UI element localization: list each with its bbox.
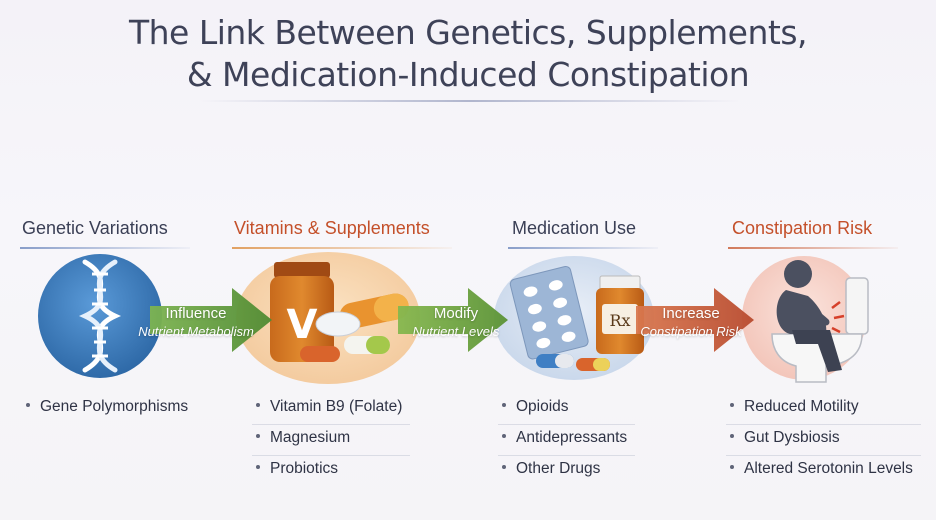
heading-divider (20, 247, 190, 249)
arrow-label-line1: Modify (433, 305, 479, 322)
list-item-text: Opioids (516, 398, 569, 415)
person-on-toilet-icon (742, 256, 869, 383)
arrow-influence (150, 288, 272, 352)
heading-divider (232, 247, 452, 249)
list-item-text: Gene Polymorphisms (40, 398, 189, 415)
bullet-icon (502, 465, 506, 470)
arrow-label-increase: Increase Constipation Risk (630, 304, 752, 340)
arrow-increase (636, 288, 754, 352)
list-constipation-risk: Reduced Motility Gut Dysbiosis Altered S… (726, 394, 921, 487)
list-item-text: Vitamin B9 (Folate) (270, 398, 403, 415)
bullet-icon (502, 434, 506, 439)
list-item: Altered Serotonin Levels (726, 456, 921, 487)
bottle-label-rx: Rx (609, 311, 630, 330)
heading-vitamins-supplements: Vitamins & Supplements (234, 218, 430, 238)
list-medication-use: Opioids Antidepressants Other Drugs (498, 394, 636, 487)
list-item: Reduced Motility (726, 394, 921, 425)
title: The Link Between Genetics, Supplements, … (0, 12, 936, 96)
list-item: Antidepressants (498, 425, 636, 456)
dna-icon (38, 254, 162, 378)
list-item: Magnesium (252, 425, 411, 456)
arrow-label-influence: Influence Nutrient Metabolism (126, 304, 266, 340)
bullet-icon (26, 403, 30, 408)
heading-genetic-variations: Genetic Variations (22, 218, 168, 238)
heading-constipation-risk: Constipation Risk (732, 218, 873, 238)
title-line-1: The Link Between Genetics, Supplements, (128, 13, 808, 52)
arrow-label-line2: Constipation Risk (640, 324, 742, 339)
bullet-icon (256, 434, 260, 439)
bullet-icon (256, 465, 260, 470)
bullet-icon (730, 434, 734, 439)
arrow-label-line2: Nutrient Levels (412, 324, 500, 339)
bullet-icon (256, 403, 260, 408)
arrow-label-line1: Influence (165, 305, 227, 322)
heading-divider (508, 247, 658, 249)
heading-medication-use: Medication Use (512, 218, 637, 238)
arrow-label-line2: Nutrient Metabolism (138, 324, 254, 339)
list-vitamins-supplements: Vitamin B9 (Folate) Magnesium Probiotics (252, 394, 411, 487)
list-item-text: Magnesium (270, 429, 351, 446)
list-item-text: Gut Dysbiosis (744, 429, 840, 446)
arrow-modify (398, 288, 508, 352)
title-line-2: & Medication-Induced Constipation (186, 55, 750, 94)
list-item: Other Drugs (498, 456, 635, 487)
list-item: Gut Dysbiosis (726, 425, 921, 456)
title-divider (200, 100, 740, 102)
medication-icon: Rx (494, 256, 654, 380)
list-item-text: Probiotics (270, 460, 339, 477)
list-item: Opioids (498, 394, 636, 425)
bullet-icon (730, 465, 734, 470)
list-item: Gene Polymorphisms (22, 394, 196, 425)
bottle-letter-v: V (287, 302, 318, 348)
vitamin-bottle-icon: V (236, 252, 420, 384)
bullet-icon (502, 403, 506, 408)
heading-divider (728, 247, 898, 249)
bullet-icon (730, 403, 734, 408)
list-item-text: Antidepressants (516, 429, 628, 446)
list-item-text: Reduced Motility (744, 398, 859, 415)
list-item-text: Other Drugs (516, 460, 601, 477)
arrow-label-line1: Increase (662, 305, 720, 322)
list-item: Probiotics (252, 456, 410, 487)
list-genetic-variations: Gene Polymorphisms (22, 394, 196, 425)
arrow-label-modify: Modify Nutrient Levels (398, 304, 514, 340)
list-item-text: Altered Serotonin Levels (744, 460, 913, 477)
list-item: Vitamin B9 (Folate) (252, 394, 411, 425)
